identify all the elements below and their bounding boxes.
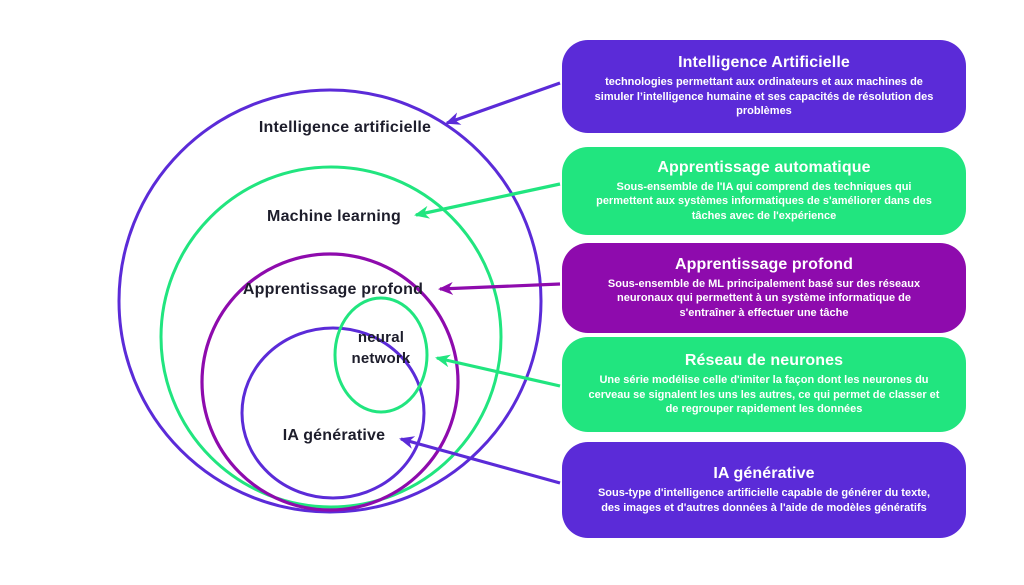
callout-title: IA générative — [713, 464, 815, 482]
label-machine-learning: Machine learning — [267, 208, 401, 225]
label-neural-network: neural network — [351, 329, 411, 367]
callout-reseau-de-neurones: Réseau de neurones Une série modélise ce… — [562, 337, 966, 432]
callout-apprentissage-automatique: Apprentissage automatique Sous-ensemble … — [562, 147, 966, 235]
arrow-ia-generative — [399, 436, 561, 485]
callout-body: Sous-ensemble de l'IA qui comprend des t… — [596, 180, 932, 222]
arrow-intelligence-artificielle — [445, 81, 561, 125]
circle-apprentissage-profond — [200, 252, 460, 512]
label-apprentissage-profond: Apprentissage profond — [242, 281, 424, 298]
callout-apprentissage-profond: Apprentissage profond Sous-ensemble de M… — [562, 243, 966, 333]
circle-neural-network — [333, 296, 429, 414]
callout-intelligence-artificielle: Intelligence Artificielle technologies p… — [562, 40, 966, 133]
arrow-apprentissage-profond — [438, 281, 561, 295]
circle-ia-generative — [240, 326, 426, 500]
arrow-machine-learning — [414, 182, 561, 219]
circle-machine-learning — [159, 165, 503, 509]
arrow-neural-network — [435, 354, 561, 388]
callout-ia-generative: IA générative Sous-type d'intelligence a… — [562, 442, 966, 538]
callout-title: Réseau de neurones — [684, 352, 844, 370]
callout-title: Apprentissage profond — [674, 255, 854, 273]
callout-body: Une série modélise celle d'imiter la faç… — [588, 374, 940, 416]
callout-title: Apprentissage automatique — [657, 158, 871, 176]
callout-body: technologies permettant aux ordinateurs … — [594, 76, 934, 118]
circle-intelligence-artificielle — [117, 88, 543, 514]
label-ia-generative: IA générative — [282, 427, 386, 444]
label-intelligence-artificielle: Intelligence artificielle — [258, 119, 432, 136]
callout-body: Sous-type d'intelligence artificielle ca… — [597, 486, 931, 514]
callout-body: Sous-ensemble de ML principalement basé … — [607, 277, 921, 319]
callout-title: Intelligence Artificielle — [678, 54, 850, 72]
